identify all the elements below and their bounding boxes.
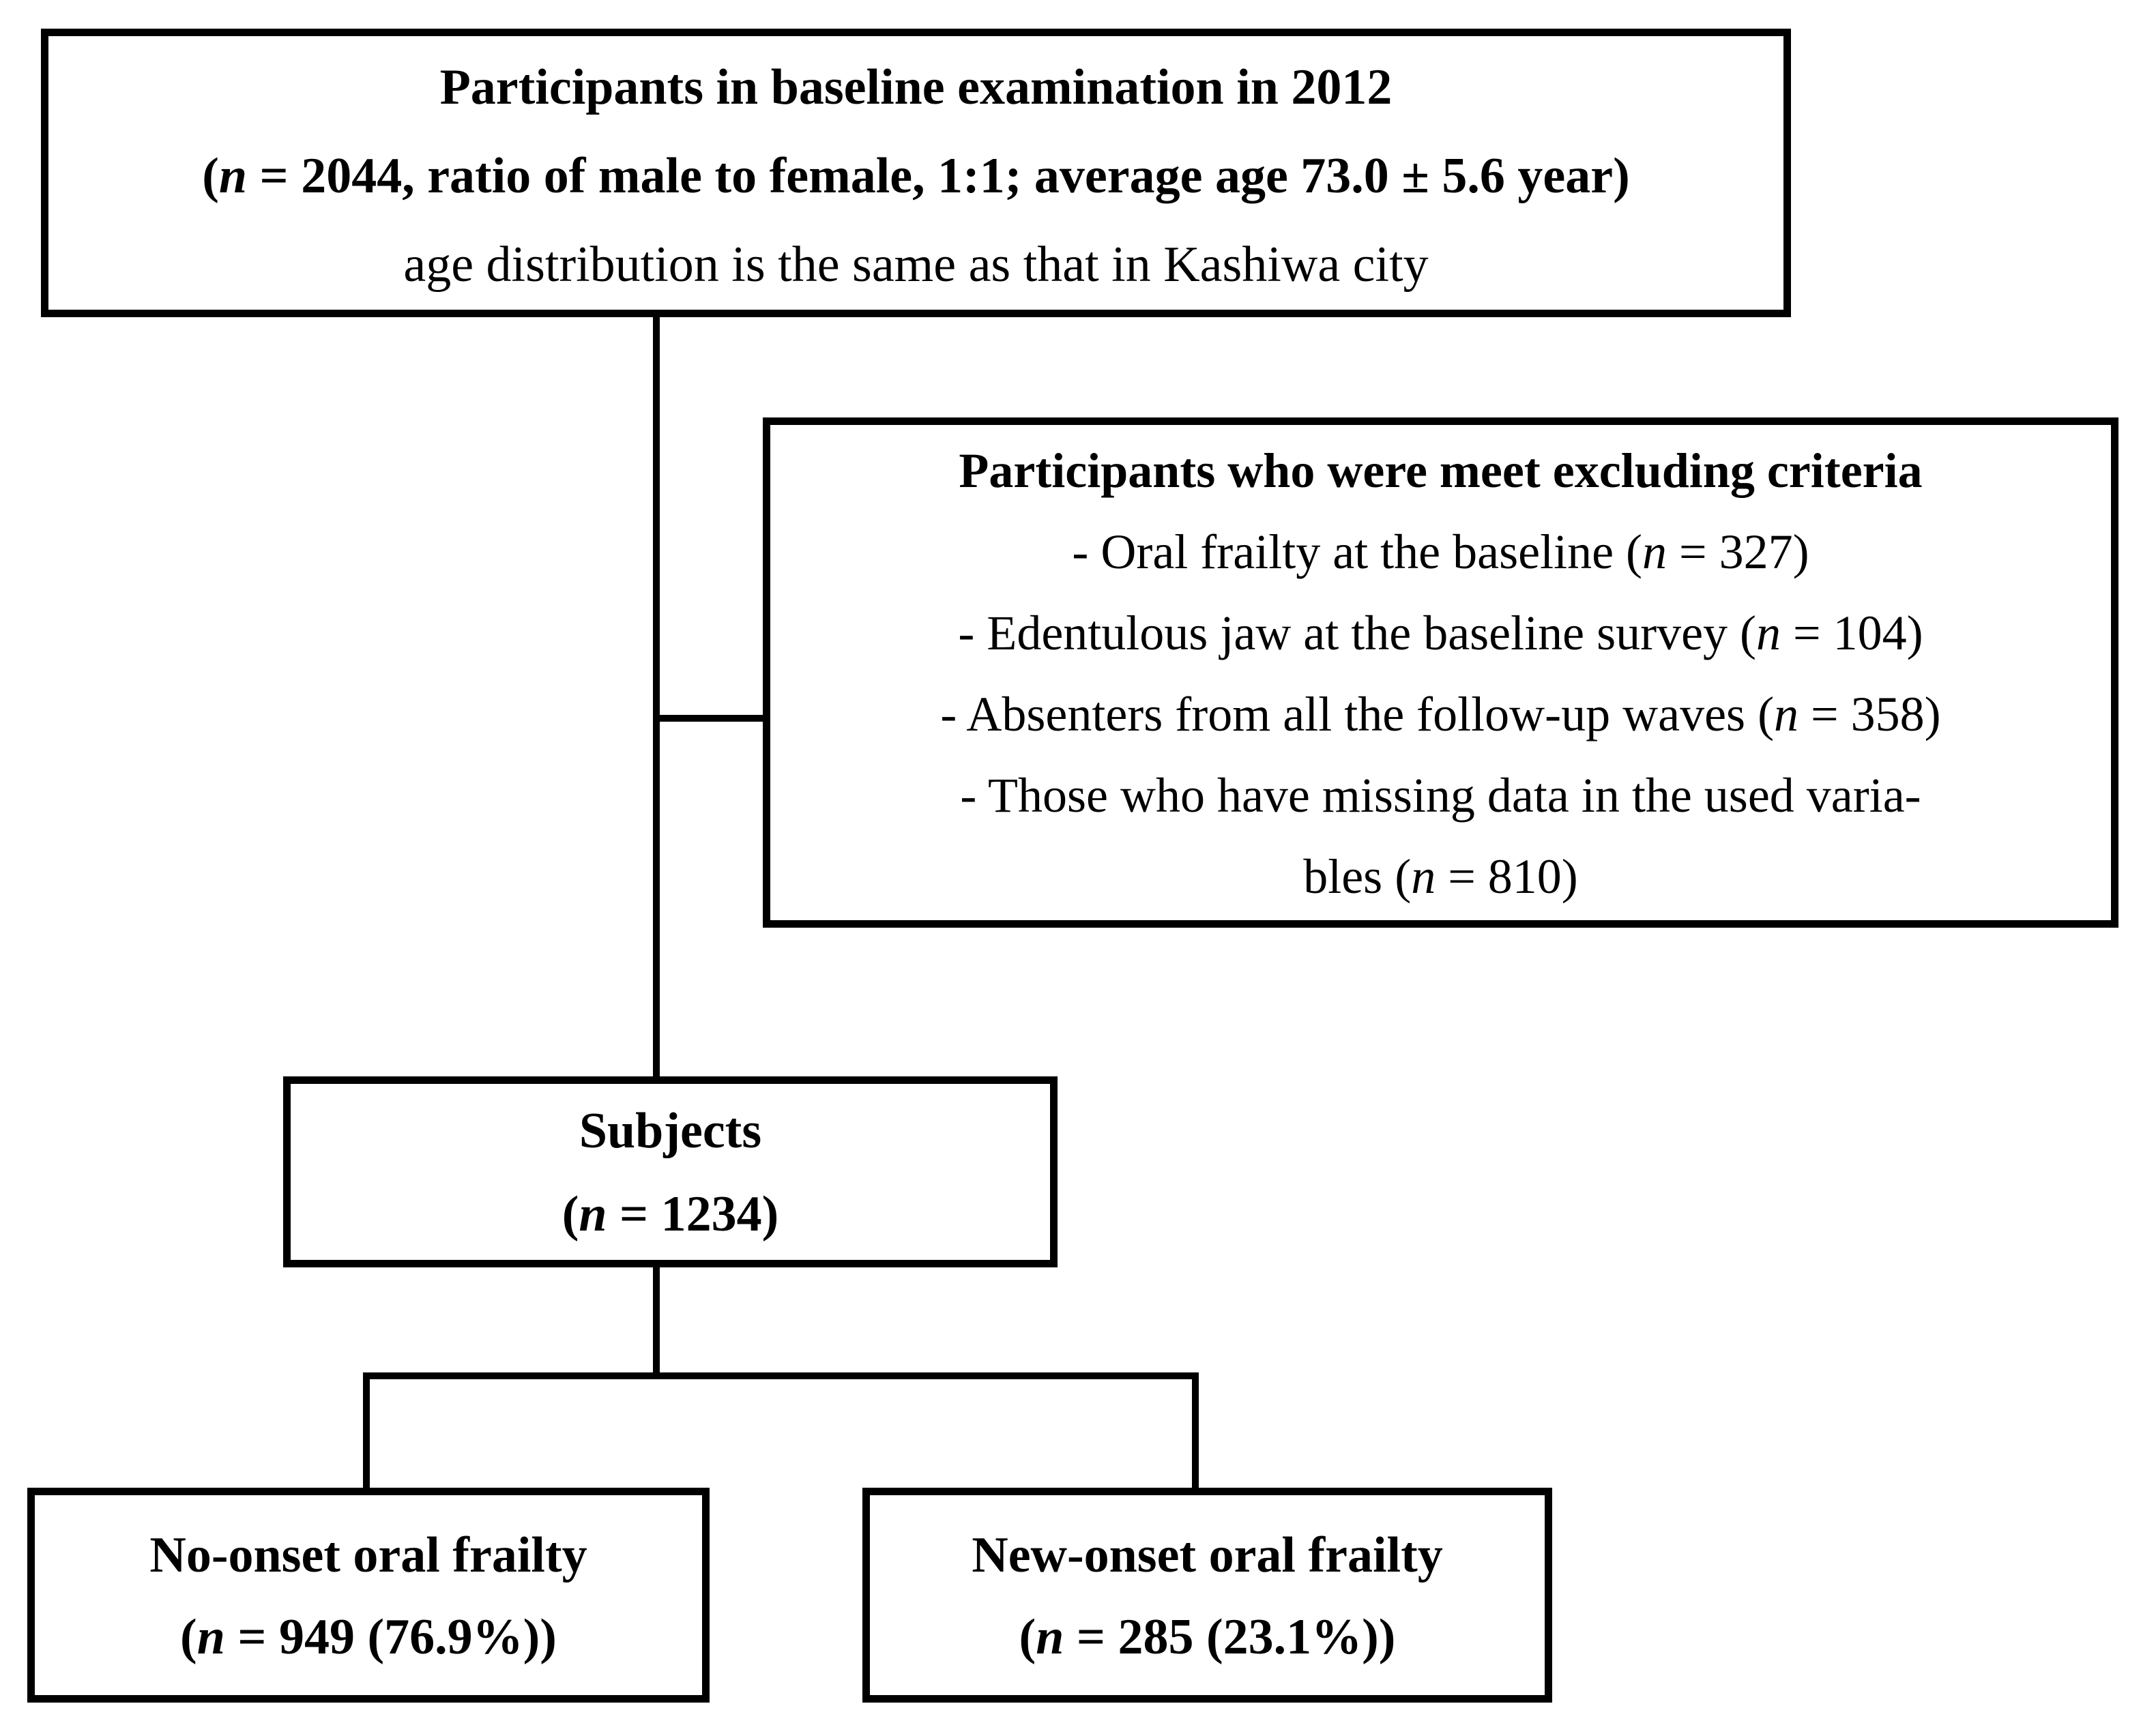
- n-variable: n: [1774, 687, 1799, 741]
- n-variable: n: [1036, 1609, 1064, 1665]
- connector-left-drop: [363, 1372, 370, 1488]
- n-variable: n: [218, 148, 248, 204]
- no-onset-line2: (n = 949 (76.9%)): [180, 1609, 557, 1665]
- exclusion-item-absenters: - Absenters from all the follow-up waves…: [940, 687, 1941, 741]
- baseline-line2: (n = 2044, ratio of male to female, 1:1;…: [202, 148, 1630, 204]
- new-onset-line1: New-onset oral frailty: [972, 1527, 1443, 1583]
- exclusion-item-edentulous: - Edentulous jaw at the baseline survey …: [958, 606, 1923, 660]
- exclusion-criteria-box: Participants who were meet excluding cri…: [763, 417, 2118, 928]
- exclusion-heading: Participants who were meet excluding cri…: [959, 443, 1923, 498]
- n-variable: n: [1642, 525, 1667, 579]
- connector-exclusion-stub: [653, 715, 763, 722]
- connector-right-drop: [1192, 1372, 1199, 1488]
- n-variable: n: [196, 1609, 225, 1665]
- no-onset-oral-frailty-box: No-onset oral frailty (n = 949 (76.9%)): [27, 1488, 710, 1703]
- exclusion-item-oral-frailty: - Oral frailty at the baseline (n = 327): [1072, 525, 1809, 579]
- baseline-participants-box: Participants in baseline examination in …: [41, 29, 1791, 317]
- connector-trunk-upper: [653, 317, 660, 1076]
- n-variable: n: [579, 1186, 607, 1242]
- new-onset-oral-frailty-box: New-onset oral frailty (n = 285 (23.1%)): [862, 1488, 1552, 1703]
- connector-trunk-lower: [653, 1267, 660, 1372]
- subjects-box: Subjects (n = 1234): [283, 1076, 1058, 1267]
- baseline-line1: Participants in baseline examination in …: [439, 59, 1393, 115]
- exclusion-item-missing-data-line2: bles (n = 810): [1303, 849, 1578, 904]
- no-onset-line1: No-onset oral frailty: [149, 1527, 587, 1583]
- n-variable: n: [1756, 606, 1781, 660]
- subjects-line1: Subjects: [579, 1103, 762, 1159]
- baseline-line3: age distribution is the same as that in …: [403, 237, 1429, 293]
- connector-branch: [363, 1372, 1199, 1379]
- n-variable: n: [1411, 849, 1436, 904]
- new-onset-line2: (n = 285 (23.1%)): [1019, 1609, 1396, 1665]
- subjects-line2: (n = 1234): [562, 1186, 779, 1242]
- exclusion-item-missing-data-line1: - Those who have missing data in the use…: [960, 768, 1921, 823]
